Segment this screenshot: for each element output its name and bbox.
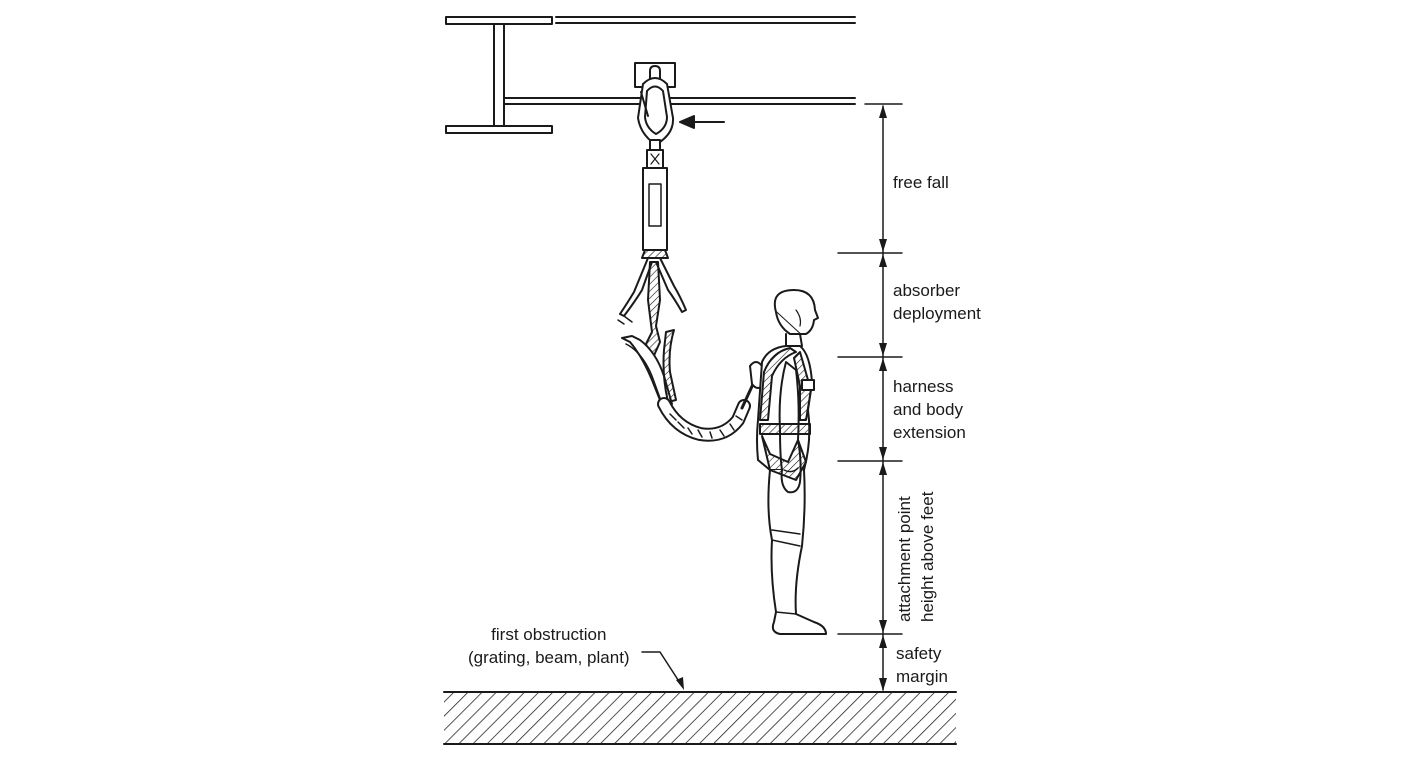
beam-side bbox=[503, 16, 856, 105]
label-line: attachment point bbox=[895, 496, 914, 622]
label-line: height above feet bbox=[918, 491, 937, 622]
label-attachment-point-height: attachment point height above feet bbox=[893, 492, 939, 622]
label-line: first obstruction bbox=[491, 625, 607, 644]
label-harness-body-extension: harness and body extension bbox=[893, 375, 966, 444]
label-free-fall: free fall bbox=[893, 171, 949, 194]
harness bbox=[759, 347, 815, 481]
label-line: (grating, beam, plant) bbox=[468, 648, 630, 667]
label-absorber-deployment: absorber deployment bbox=[893, 279, 981, 325]
dimension-arrowheads bbox=[879, 105, 887, 691]
i-beam bbox=[445, 16, 553, 134]
dimension-lines bbox=[837, 103, 903, 691]
label-free-fall-text: free fall bbox=[893, 173, 949, 192]
elastic-lanyard bbox=[657, 361, 765, 442]
label-safety-margin: safety margin bbox=[896, 642, 948, 688]
label-line: harness bbox=[893, 377, 954, 396]
label-line: margin bbox=[896, 667, 948, 686]
anchor-arrow bbox=[679, 115, 725, 129]
torn-absorber-webbing bbox=[617, 257, 687, 405]
label-line: extension bbox=[893, 423, 966, 442]
energy-absorber bbox=[641, 149, 669, 259]
label-first-obstruction: first obstruction (grating, beam, plant) bbox=[468, 623, 630, 669]
label-line: and body bbox=[893, 400, 963, 419]
label-line: deployment bbox=[893, 304, 981, 323]
snap-hook bbox=[637, 77, 675, 151]
obstruction-leader bbox=[641, 651, 684, 690]
label-line: absorber bbox=[893, 281, 961, 300]
label-line: safety bbox=[896, 644, 942, 663]
first-obstruction bbox=[443, 691, 957, 745]
